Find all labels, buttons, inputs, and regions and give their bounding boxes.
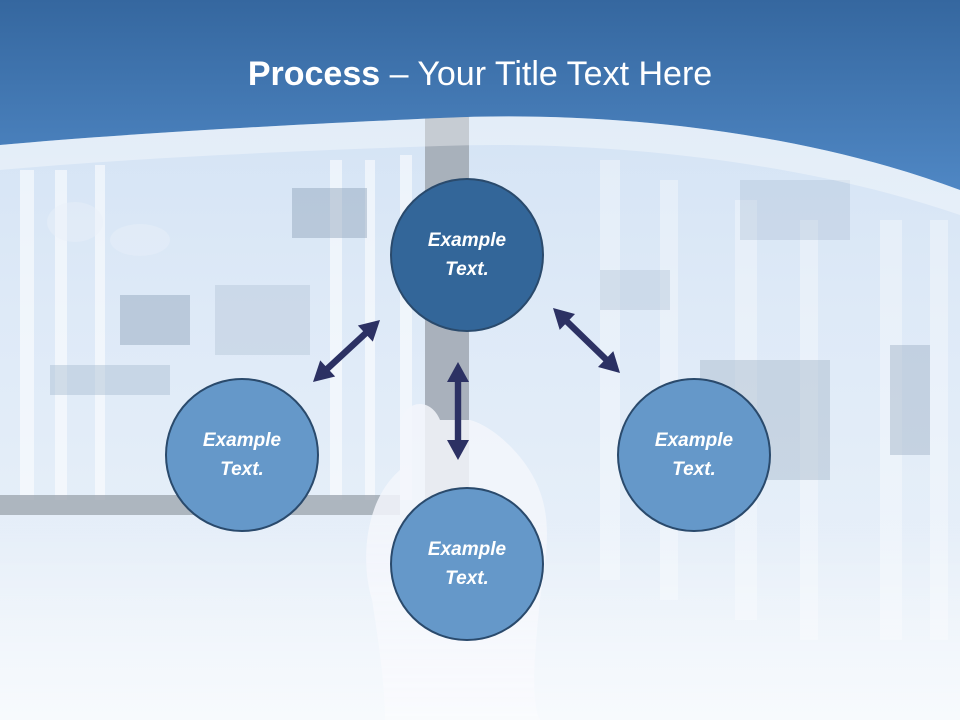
node-top-label: Example Text.	[427, 230, 507, 280]
title-bold: Process	[247, 55, 381, 93]
node-right: Example Text.	[617, 378, 771, 532]
node-right-label: Example Text.	[654, 430, 734, 480]
header-swoosh	[0, 116, 960, 215]
slide-title: Process – Your Title Text Here	[0, 52, 960, 96]
title-rest: Your Title Text Here	[417, 55, 713, 93]
header-band	[0, 0, 960, 190]
node-left: Example Text.	[165, 378, 319, 532]
node-top: Example Text.	[390, 178, 544, 332]
node-bottom-label: Example Text.	[427, 539, 507, 589]
node-bottom: Example Text.	[390, 487, 544, 641]
node-left-label: Example Text.	[202, 430, 282, 480]
title-dash: –	[380, 55, 418, 93]
